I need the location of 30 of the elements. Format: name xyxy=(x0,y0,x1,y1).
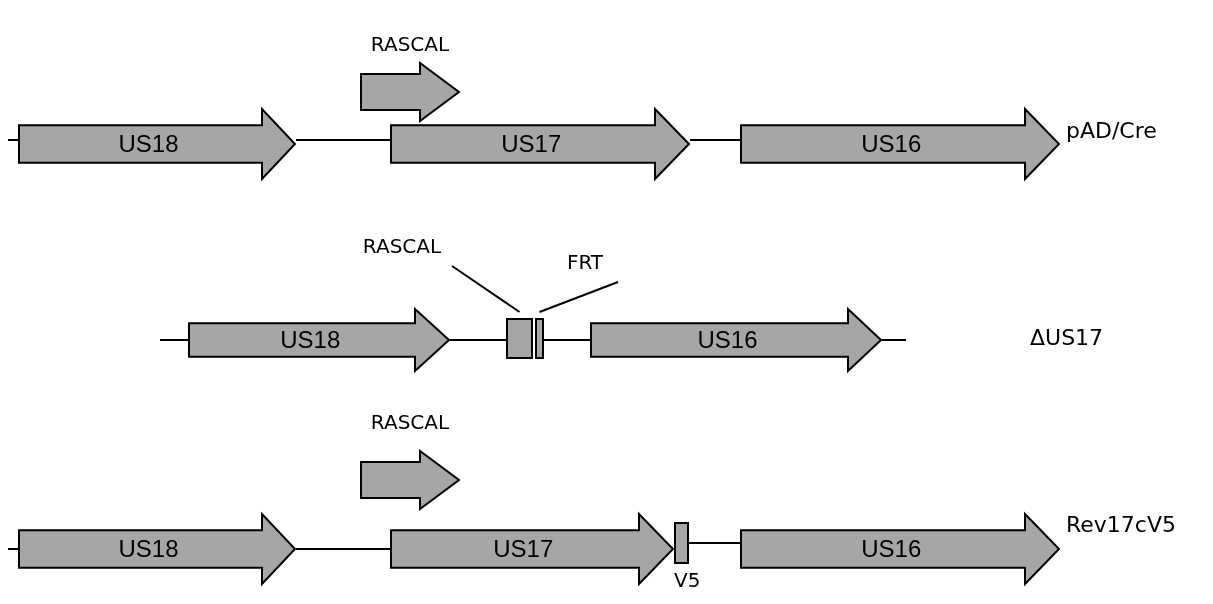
backbone-line xyxy=(449,339,507,341)
leader-line xyxy=(538,281,619,313)
gene-name: US17 xyxy=(500,130,563,158)
backbone-line xyxy=(688,542,741,544)
backbone-line xyxy=(159,339,189,341)
construct-name: Rev17cV5 xyxy=(1066,512,1176,537)
construct-name: ΔUS17 xyxy=(1030,325,1104,350)
cassette-block xyxy=(506,318,533,359)
leader-line xyxy=(451,265,521,313)
construct-name: pAD/Cre xyxy=(1066,118,1157,143)
backbone-line xyxy=(7,548,19,550)
gene-name: US18 xyxy=(117,130,180,158)
gene-name: US16 xyxy=(860,535,923,563)
cassette-name: RASCAL xyxy=(369,409,451,436)
backbone-line xyxy=(7,139,19,141)
gene-name: US18 xyxy=(117,535,180,563)
element-name: FRT xyxy=(565,249,605,276)
backbone-line xyxy=(295,548,391,550)
cassette-block xyxy=(535,318,544,359)
gene-name: US16 xyxy=(860,130,923,158)
element-name: RASCAL xyxy=(361,233,443,260)
gene-name: US18 xyxy=(279,326,342,354)
gene-name: US16 xyxy=(696,326,759,354)
backbone-line xyxy=(543,339,591,341)
tag-name: V5 xyxy=(674,567,701,594)
backbone-line xyxy=(881,339,907,341)
backbone-line xyxy=(689,139,741,141)
gene-name: US17 xyxy=(492,535,555,563)
backbone-line xyxy=(295,139,391,141)
cassette-name: RASCAL xyxy=(369,31,451,58)
